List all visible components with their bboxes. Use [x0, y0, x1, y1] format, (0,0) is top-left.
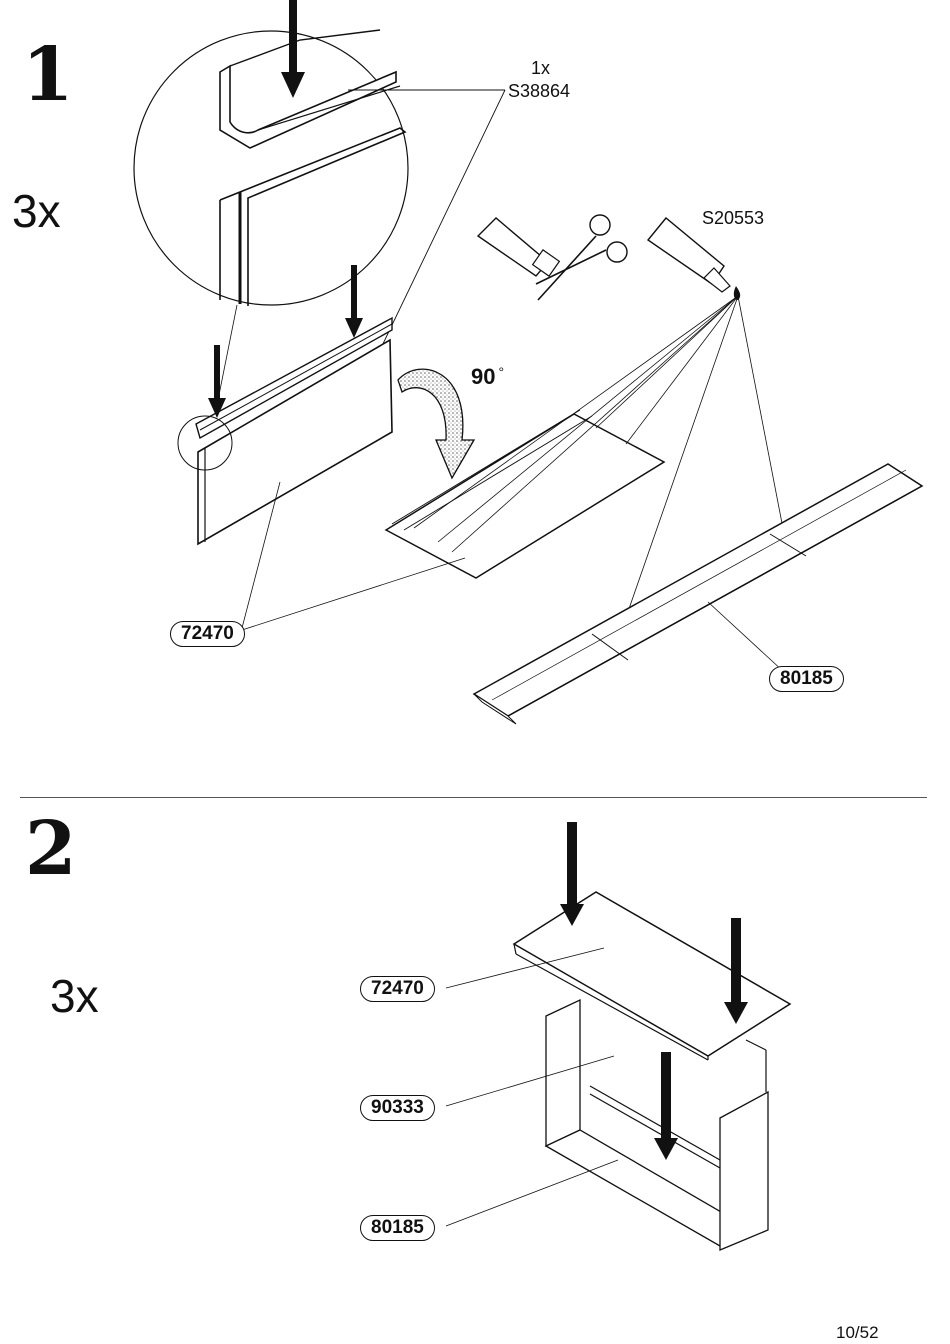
- step-divider: [20, 797, 927, 798]
- front-panel-drawing: [177, 265, 393, 629]
- part-tag-side-panel: 90333: [360, 1095, 435, 1121]
- part-tag-front-panel: 72470: [170, 621, 245, 647]
- handle-part-code: S38864: [508, 81, 571, 101]
- rotate-arrow: [397, 368, 476, 480]
- degree-symbol: °: [498, 364, 505, 380]
- flat-panel-drawing: [241, 409, 666, 631]
- glue-leader-lines: [413, 295, 787, 647]
- step-number-2: 2: [25, 806, 77, 892]
- detail-magnifier: [133, 0, 409, 306]
- scissors-icon: [535, 214, 628, 301]
- handle-quantity: 1x: [531, 58, 551, 78]
- rotation-angle: 90°: [471, 364, 504, 390]
- step2-quantity: 3x: [50, 970, 99, 1022]
- part-tag-top-shelf: 72470: [360, 976, 435, 1002]
- glue-part-code: S20553: [702, 208, 765, 228]
- base-board-drawing: [472, 463, 924, 725]
- step1-quantity: 3x: [12, 185, 61, 237]
- step-number-1: 1: [22, 32, 74, 118]
- page-number: 10/52: [836, 1323, 879, 1342]
- glue-tube-icon: [476, 217, 561, 277]
- step2-assembly-drawing: [445, 822, 792, 1251]
- part-tag-bottom-board: 80185: [360, 1215, 435, 1241]
- glue-tube-open-icon: [646, 217, 741, 300]
- rotation-value: 90: [471, 364, 496, 389]
- part-tag-base-board: 80185: [769, 666, 844, 692]
